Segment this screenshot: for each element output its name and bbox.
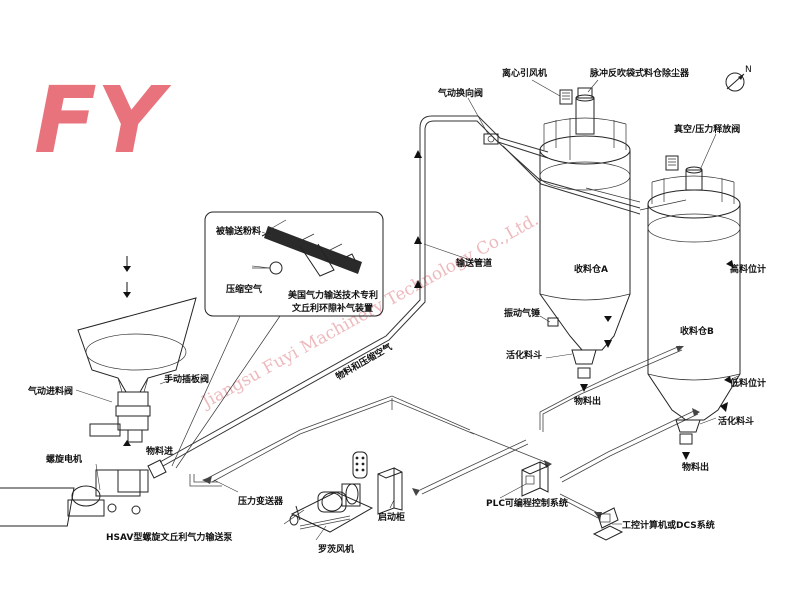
computer-dcs <box>592 507 624 541</box>
label-pneumatic-diverter: 气动换向阀 <box>437 87 483 99</box>
conveying-pipe <box>159 115 687 467</box>
label-silo-b: 收料仓B <box>680 325 714 337</box>
label-roots-blower: 罗茨风机 <box>318 543 354 555</box>
label-low-level: 低料位计 <box>729 377 766 389</box>
venturi-detail-callout <box>171 211 384 469</box>
leader-lines <box>75 79 739 541</box>
label-discharge-b: 物料出 <box>682 461 709 473</box>
label-activation-hopper-b: 活化料斗 <box>718 415 754 427</box>
material-in-arrows <box>123 256 131 446</box>
label-pulse-dust-collector: 脉冲反吹袋式料仓除尘器 <box>589 67 690 79</box>
label-conveying-pipe: 输送管道 <box>456 257 492 269</box>
label-pressure-transmitter: 压力变送器 <box>238 495 284 507</box>
label-starter-cabinet: 启动柜 <box>378 511 405 523</box>
control-pendant <box>352 451 368 479</box>
pressure-transmitter <box>283 509 305 526</box>
label-silo-a: 收料仓A <box>574 263 608 275</box>
label-conveyed-powder: 被输送粉料 <box>216 225 261 237</box>
starter-cabinet <box>377 467 403 515</box>
label-high-level: 高料位计 <box>730 263 766 275</box>
north-compass-icon: N <box>725 65 752 92</box>
label-material-air: 物料和压缩空气 <box>334 341 395 383</box>
label-patent-line1: 美国气力输送技术专利 <box>288 289 378 301</box>
label-vibrating-pin: 振动气锤 <box>504 307 540 319</box>
feed-hopper <box>77 297 197 443</box>
roots-blower <box>290 483 374 533</box>
label-pump-name: HSAV型螺旋文丘利气力输送泵 <box>106 531 233 543</box>
label-manual-gate: 手动插板阀 <box>164 373 209 385</box>
pipe-flow-arrows <box>414 150 422 288</box>
company-logo: FY <box>34 67 172 174</box>
label-plc: PLC可编程控制系统 <box>486 497 568 509</box>
silo-a-arrows <box>580 316 612 392</box>
silo-a <box>483 87 631 379</box>
label-compressed-air: 压缩空气 <box>226 283 262 295</box>
label-screw-motor: 螺旋电机 <box>46 453 82 465</box>
silo-b <box>647 155 741 445</box>
plc-cabinet <box>521 461 549 497</box>
silo-b-arrows <box>682 260 734 460</box>
compass-label: N <box>745 65 752 75</box>
label-dcs: 工控计算机或DCS系统 <box>622 519 715 531</box>
label-patent-line2: 文丘利环隙补气装置 <box>291 302 373 314</box>
control-signal-lines <box>189 345 699 530</box>
screw-venturi-pump <box>0 459 167 527</box>
label-vacuum-pressure-relief: 真空/压力释放阀 <box>674 123 740 135</box>
label-centrifugal-fan: 离心引风机 <box>502 67 547 79</box>
label-discharge-a: 物料出 <box>574 395 601 407</box>
label-pneumatic-feed-valve: 气动进料阀 <box>27 385 73 397</box>
label-activation-hopper-a: 活化料斗 <box>506 349 542 361</box>
label-material-in: 物料进 <box>146 445 173 457</box>
